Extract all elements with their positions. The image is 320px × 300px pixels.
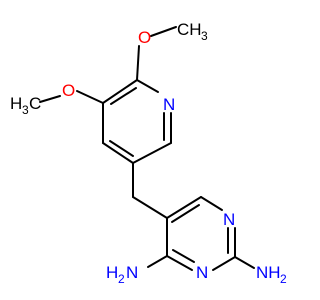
bond-n3pym-c4pym: [166, 255, 193, 271]
bond-o-left-ch3: [39, 95, 61, 103]
atom-n-pyrimidine-lower: N: [196, 263, 208, 282]
bond-c6-n1: [136, 79, 159, 93]
atom-ch3-top-subscript: 3: [201, 29, 208, 43]
bond-c3-c2: [132, 142, 172, 164]
atom-o-left: O: [62, 81, 75, 100]
bond-c6-c5-inner: [110, 87, 137, 105]
bond-c5pym-c6pym-inner: [171, 204, 200, 223]
bond-c4pym-nh2: [147, 255, 168, 268]
bond-c4-c3: [102, 142, 134, 164]
bond-c5-o-left: [76, 90, 104, 104]
atom-n-pyrimidine-upper: N: [223, 210, 235, 229]
chemical-structure: O CH 3 O H 3 C N N N H 2 N NH 2: [10, 20, 287, 286]
bond-group: [39, 26, 255, 271]
atom-h3c-left-c: C: [29, 94, 41, 113]
bond-c2pym-nh2: [234, 256, 255, 269]
atom-h2n-left-subscript: 2: [118, 272, 125, 286]
bond-n3pym-c4pym-inner: [172, 249, 195, 263]
atom-nh2-right: NH: [256, 263, 281, 282]
bond-c6-o-top: [136, 45, 140, 81]
bond-c2pym-n3pym: [212, 256, 236, 271]
bond-o-top-ch3: [150, 26, 177, 37]
atom-h2n-left-h: H: [106, 263, 118, 282]
atom-h3c-left-subscript: 3: [22, 103, 29, 117]
bond-c6pym-n1pym: [200, 196, 223, 211]
bond-c6-c5: [102, 79, 138, 104]
atom-h2n-left-n: N: [126, 263, 138, 282]
bond-ch2-c5pym: [132, 196, 168, 219]
atom-o-top: O: [138, 28, 151, 47]
atom-n-pyridine: N: [163, 95, 175, 114]
label-group: O CH 3 O H 3 C N N N H 2 N NH 2: [10, 20, 287, 286]
bond-c5pym-c6pym: [166, 196, 202, 219]
atom-ch3-top: CH: [177, 20, 202, 39]
atom-h3c-left-h: H: [10, 94, 22, 113]
bond-c4-c3-inner: [109, 140, 134, 157]
atom-nh2-right-subscript: 2: [280, 272, 287, 286]
